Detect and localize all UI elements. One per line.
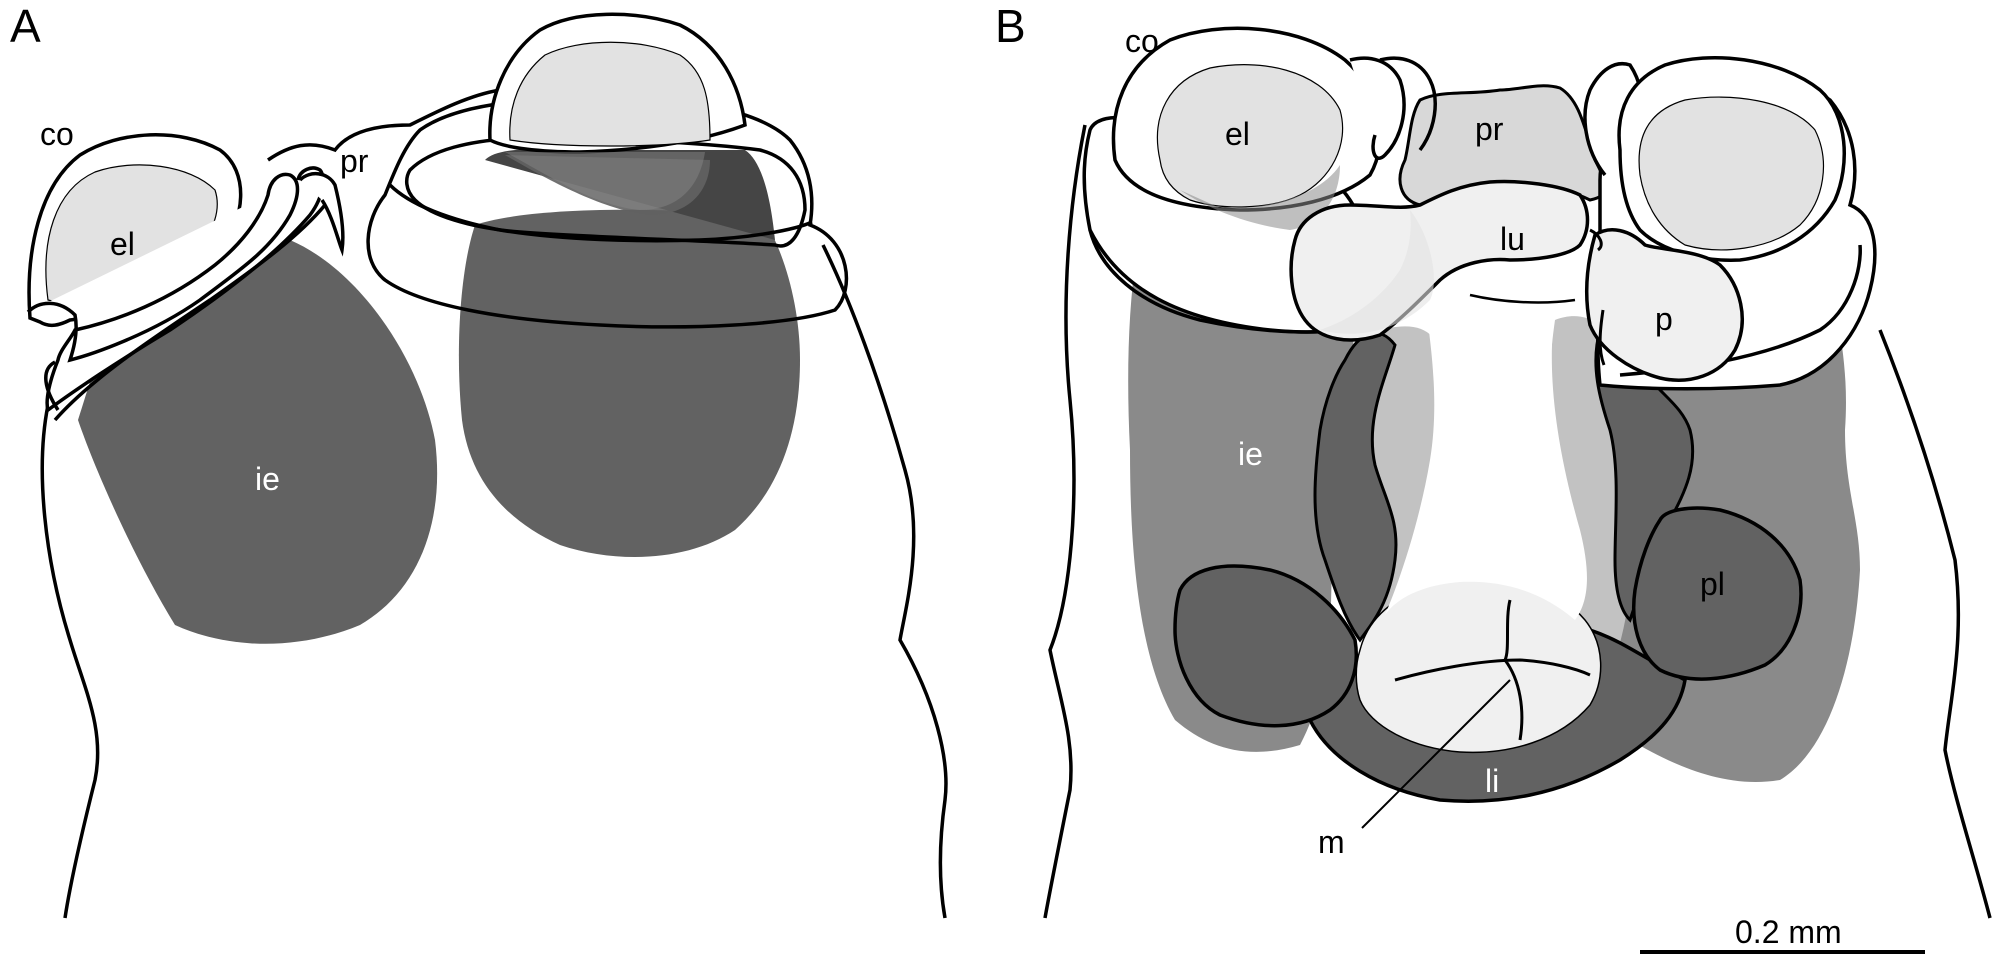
panel-a-prostomium-ridge [267, 88, 501, 162]
panel-a-lens-right [509, 41, 711, 147]
panel-b-lens-right [1638, 96, 1825, 251]
label-b-lu: lu [1500, 221, 1525, 257]
label-b-el: el [1225, 116, 1250, 152]
label-b-li: li [1485, 763, 1499, 799]
panel-b-mouth-slit [1394, 599, 1591, 741]
panel-a-small-arc [298, 172, 345, 257]
label-b-co: co [1125, 23, 1159, 59]
label-b-m: m [1318, 824, 1345, 860]
panel-b-palp-right [1632, 506, 1803, 681]
panel-b-letter: B [995, 0, 1026, 52]
panel-b-lobe-left-shade [1320, 210, 1434, 334]
panel-a: A co el pr ie [10, 0, 948, 919]
panel-b-prostomium [1398, 84, 1608, 207]
panel-a-inner-eye-right [458, 209, 800, 557]
panel-a-inner-eye-left [78, 240, 438, 644]
panel-a-shade-right [505, 155, 710, 215]
label-b-pl: pl [1700, 566, 1725, 602]
panel-b-lobe-left [1289, 179, 1590, 342]
panel-b-lens-left [1156, 64, 1344, 208]
panel-b-lumen-line [1469, 293, 1576, 304]
label-a-pr: pr [340, 143, 369, 179]
label-b-ie: ie [1238, 436, 1263, 472]
panel-b-cornea-left-lobe-2 [1379, 56, 1437, 152]
label-a-el: el [110, 226, 135, 262]
label-b-m-pointer [1361, 679, 1511, 829]
panel-b-lobe-right [1584, 228, 1744, 382]
panel-a-rim-left-2 [44, 360, 60, 411]
panel-b-lumen-edge-right [1598, 309, 1606, 366]
label-b-p: p [1655, 301, 1673, 337]
panel-b-palp-left [1173, 564, 1358, 728]
panel-a-rim-left [53, 203, 327, 422]
panel-a-head-outline [40, 244, 948, 919]
panel-b-lumen [1385, 213, 1587, 620]
label-a-co: co [40, 116, 74, 152]
label-b-pr: pr [1475, 111, 1504, 147]
panel-b-lens-shade-left [1180, 165, 1340, 230]
panel-a-letter: A [10, 0, 41, 52]
panel-b-head-outline [1043, 124, 1992, 919]
panel-b-lobe-right-notch [1589, 228, 1603, 252]
panel-a-lens-shade-right [505, 152, 705, 210]
panel-b-dark-band-left [1313, 331, 1398, 643]
panel-b: 0.2 mm B co el pr lu p ie pl li m [995, 0, 1992, 954]
panel-b-cornea-left-lobe [1349, 56, 1406, 160]
label-a-ie: ie [255, 461, 280, 497]
scale-bar-label: 0.2 mm [1735, 914, 1842, 950]
panel-a-capsule-lower-right [388, 183, 813, 243]
